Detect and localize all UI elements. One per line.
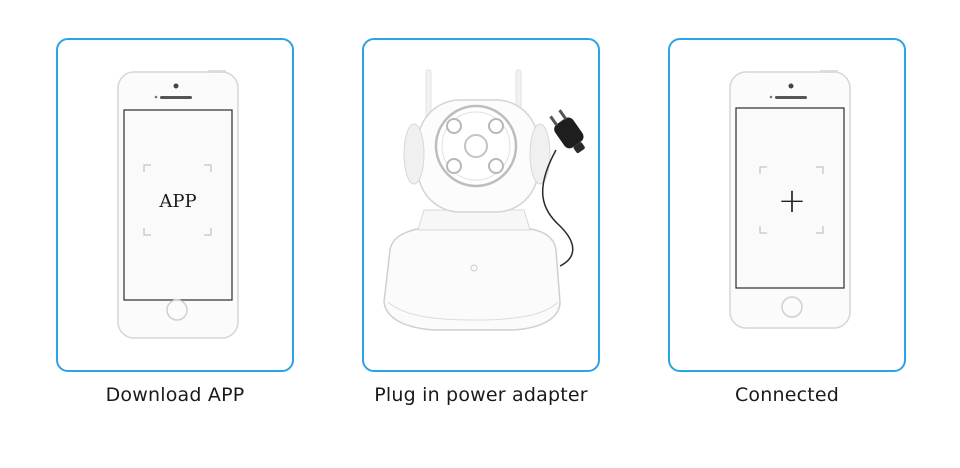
step-plug-in-card bbox=[362, 38, 600, 372]
ip-camera-with-plug-icon bbox=[383, 69, 585, 331]
phone-connected-icon: + bbox=[729, 70, 851, 329]
step-connected-card: + bbox=[668, 38, 906, 372]
phone-app-icon: APP bbox=[117, 70, 239, 339]
caption-connected: Connected bbox=[734, 384, 840, 406]
caption-plug-in-power-adapter: Plug in power adapter bbox=[374, 384, 588, 406]
app-label: APP bbox=[158, 191, 196, 212]
caption-download-app: Download APP bbox=[105, 384, 245, 406]
step-download-app-card: APP bbox=[56, 38, 294, 372]
connected-plus-label: + bbox=[778, 181, 807, 221]
